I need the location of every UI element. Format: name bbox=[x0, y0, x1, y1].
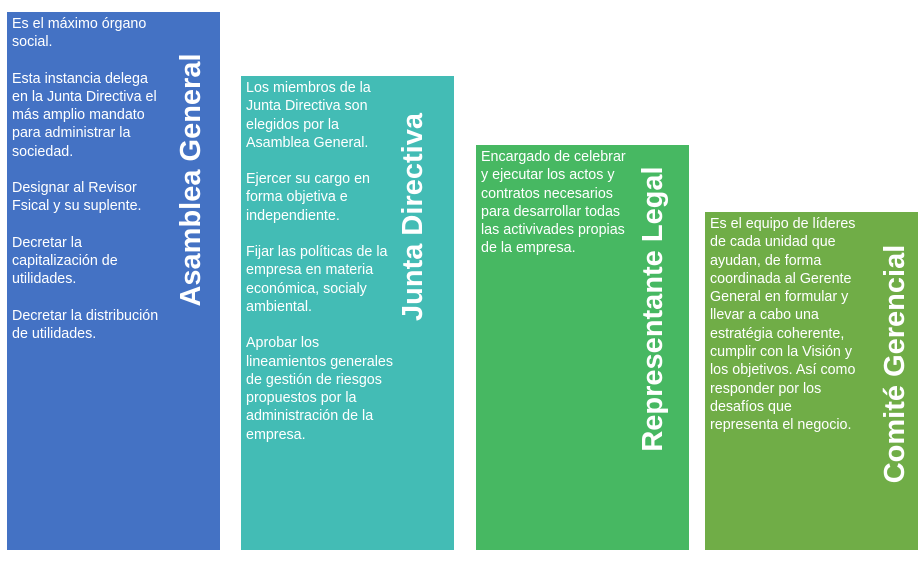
comite-gerencial-block: Es el equipo de líderes de cada unidad q… bbox=[705, 212, 918, 550]
asamblea-general-block: Es el máximo órgano social. Esta instanc… bbox=[7, 12, 220, 550]
comite-gerencial-description: Es el equipo de líderes de cada unidad q… bbox=[710, 215, 860, 453]
asamblea-item: Es el máximo órgano social. bbox=[12, 16, 147, 51]
comite-item: Es el equipo de líderes de cada unidad q… bbox=[710, 216, 856, 434]
asamblea-item: Designar al Revisor Fsical y su suplente… bbox=[12, 180, 142, 215]
asamblea-general-description: Es el máximo órgano social. Esta instanc… bbox=[12, 15, 162, 361]
junta-directiva-description: Los miembros de la Junta Directiva son e… bbox=[246, 79, 396, 462]
representante-legal-description: Encargado de celebrar y ejecutar los act… bbox=[481, 148, 631, 276]
junta-item: Aprobar los lineamientos generales de ge… bbox=[246, 335, 394, 443]
representante-item: Encargado de celebrar y ejecutar los act… bbox=[481, 149, 626, 257]
asamblea-item: Decretar la capitalización de utilidades… bbox=[12, 234, 118, 288]
asamblea-item: Decretar la distribución de utilidades. bbox=[12, 307, 159, 342]
comite-gerencial-title: Comité Gerencial bbox=[879, 244, 911, 484]
junta-directiva-block: Los miembros de la Junta Directiva son e… bbox=[241, 76, 454, 550]
representante-legal-title: Representante Legal bbox=[637, 166, 669, 452]
junta-directiva-title: Junta Directiva bbox=[397, 113, 429, 321]
asamblea-general-title: Asamblea General bbox=[175, 53, 207, 307]
representante-legal-block: Encargado de celebrar y ejecutar los act… bbox=[476, 145, 689, 550]
junta-item: Fijar las políticas de la empresa en mat… bbox=[246, 244, 388, 315]
asamblea-item: Esta instancia delega en la Junta Direct… bbox=[12, 70, 157, 160]
junta-item: Ejercer su cargo en forma objetiva e ind… bbox=[246, 171, 370, 224]
junta-item: Los miembros de la Junta Directiva son e… bbox=[246, 80, 371, 151]
